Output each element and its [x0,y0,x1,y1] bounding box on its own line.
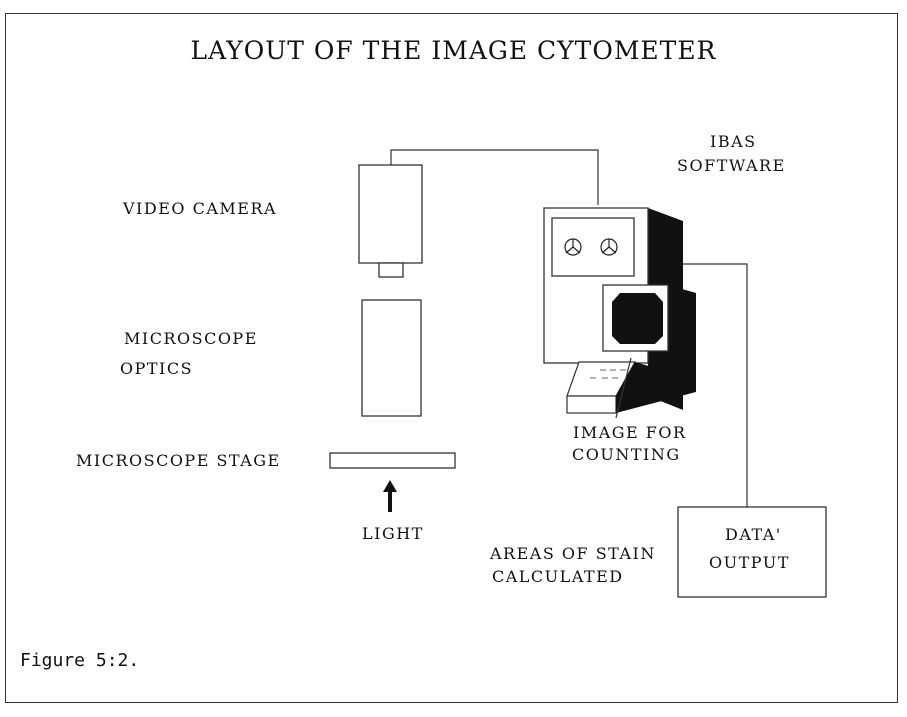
image-pointer-line [615,357,632,419]
data-output-box [677,506,827,598]
label-ibas-line2: SOFTWARE [677,156,786,175]
label-microscope-stage: MICROSCOPE STAGE [76,451,281,470]
label-areas-line1: AREAS OF STAIN [490,544,656,563]
label-image-for-counting-line1: IMAGE FOR [573,423,687,442]
microscope-optics-tube [361,299,422,417]
computer-output-cable [683,263,748,507]
label-video-camera: VIDEO CAMERA [123,199,278,218]
label-ibas-line1: IBAS [710,132,757,151]
video-camera-lens [378,262,404,278]
label-microscope-optics-line1: MICROSCOPE [124,329,258,348]
label-data-output-line1: DATA' [725,525,782,544]
camera-computer-cable [390,149,599,205]
computer-workstation-icon [543,207,696,419]
label-image-for-counting-line2: COUNTING [572,445,681,464]
figure-caption: Figure 5:2. [20,650,140,671]
microscope-stage-plate [329,452,456,469]
label-data-output-line2: OUTPUT [709,553,790,572]
label-light: LIGHT [362,524,424,543]
video-camera-body [358,164,423,264]
label-areas-line2: CALCULATED [492,567,624,586]
diagram-title: LAYOUT OF THE IMAGE CYTOMETER [190,36,717,65]
monitor-screen [612,293,663,344]
label-microscope-optics-line2: OPTICS [120,359,194,378]
figure-frame [5,13,898,703]
light-arrow-icon [383,480,397,512]
tape-reel-icon [564,238,618,256]
